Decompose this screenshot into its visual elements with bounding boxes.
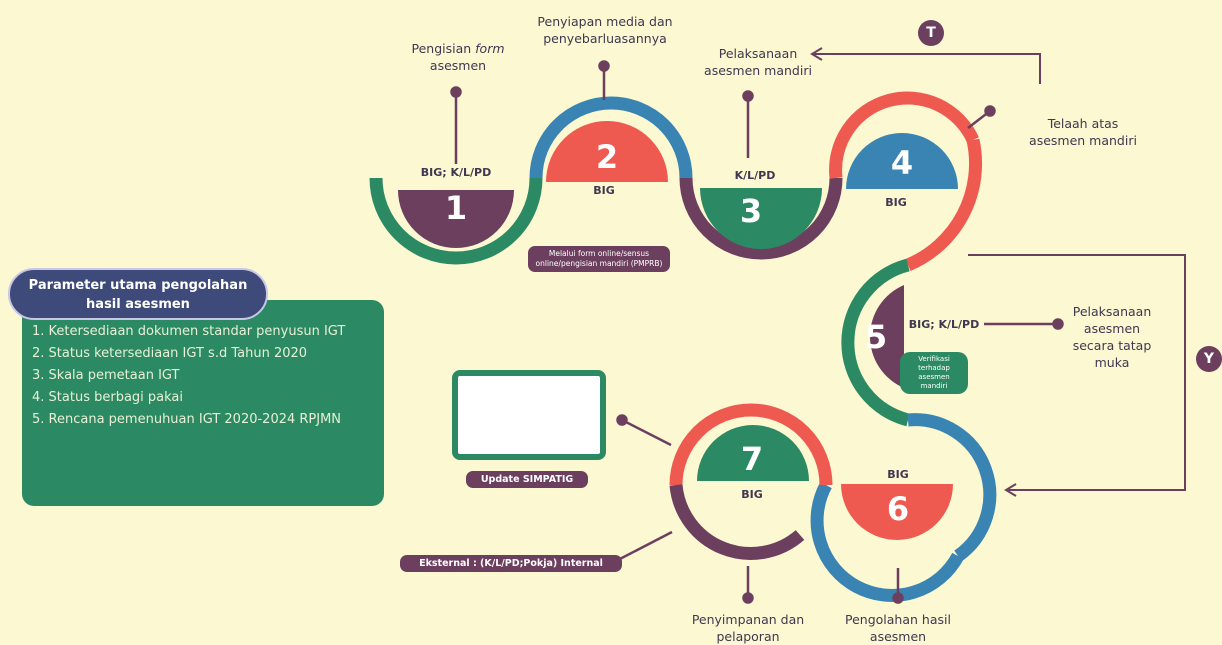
ring-1-green: [369, 177, 543, 265]
step-actor-3: K/L/PD: [734, 169, 776, 182]
dashboard-screen: [452, 370, 606, 460]
step-number-7: 7: [740, 440, 764, 478]
step-actor-4: BIG: [885, 196, 907, 209]
ring-3-purple: [679, 177, 843, 260]
ring-7-purple: [669, 484, 805, 560]
note-step-2: Melalui form online/sensus online/pengis…: [528, 246, 670, 272]
step-title-7: Penyimpanan dan pelaporan: [691, 612, 805, 644]
step-number-3: 3: [739, 192, 763, 230]
connector-update: [621, 418, 672, 447]
semicircle-1: [398, 190, 514, 248]
parameter-title: Parameter utama pengolahan hasil asesmen: [8, 268, 268, 320]
arrow-yes-branch: [968, 254, 1186, 491]
step-actor-2: BIG: [593, 184, 615, 197]
step-number-4: 4: [890, 144, 914, 182]
ring-6-blue: [907, 413, 997, 562]
connector-ext: [615, 530, 673, 563]
step-title-2: Penyiapan media dan penyebarluasannya: [537, 14, 673, 46]
ring-4-red-down: [905, 138, 983, 271]
parameter-panel: 1. Ketersediaan dokumen standar penyusun…: [22, 300, 384, 506]
parameter-item: 4. Status berbagi pakai: [32, 390, 183, 405]
parameter-list: 1. Ketersediaan dokumen standar penyusun…: [22, 300, 384, 429]
semicircle-5: [869, 285, 904, 388]
update-simpatig-label: Update SIMPATIG: [466, 471, 588, 488]
step-actor-6: BIG: [887, 468, 909, 481]
step-number-1: 1: [444, 189, 468, 227]
ring-4-red: [829, 91, 979, 179]
step-number-6: 6: [886, 490, 910, 528]
semicircle-2: [546, 121, 668, 182]
ring-7-red: [669, 403, 833, 486]
branch-yes-badge: Y: [1196, 346, 1222, 372]
step-actor-5: BIG; K/L/PD: [908, 318, 980, 331]
step-actor-1: BIG; K/L/PD: [420, 166, 492, 179]
arrow-no-branch: [812, 53, 1041, 84]
ring-2-blue: [529, 96, 693, 179]
step-title-5: Pelaksanaan asesmen secara tatap muka: [1072, 304, 1152, 370]
step-title-6: Pengolahan hasil asesmen: [845, 612, 951, 644]
step-actor-7: BIG: [741, 488, 763, 501]
note-step-5: Verifikasi terhadap asesmen mandiri: [900, 352, 968, 394]
semicircle-4: [846, 133, 958, 189]
ring-6-blue-bottom: [810, 481, 964, 602]
branch-no-badge: T: [918, 20, 944, 46]
parameter-item: 2. Status ketersediaan IGT s.d Tahun 202…: [32, 346, 308, 361]
parameter-item: 1. Ketersediaan dokumen standar penyusun…: [32, 324, 346, 339]
semicircle-3: [700, 188, 822, 249]
semicircle-7: [697, 425, 809, 481]
parameter-item: 5. Rencana pemenuhuan IGT 2020-2024 RPJM…: [32, 412, 342, 427]
step-number-5: 5: [864, 318, 888, 356]
note-step-7: Eksternal : (K/L/PD;Pokja) Internal: [400, 555, 622, 572]
semicircle-6: [841, 484, 953, 540]
parameter-item: 3. Skala pemetaan IGT: [32, 368, 180, 383]
step-number-2: 2: [595, 138, 619, 176]
step-title-4: Telaah atas asesmen mandiri: [1029, 116, 1137, 148]
ring-5-green: [841, 258, 910, 427]
step-title-3: Pelaksanaan asesmen mandiri: [704, 46, 812, 78]
